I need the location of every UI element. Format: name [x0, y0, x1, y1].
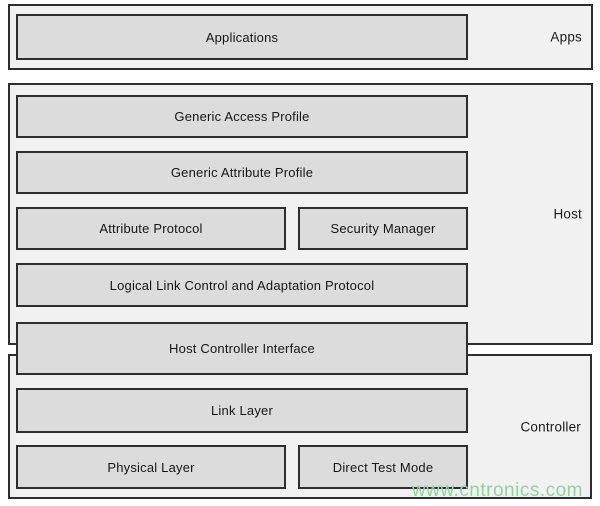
block-physical-layer: Physical Layer: [16, 445, 286, 489]
block-attribute-protocol: Attribute Protocol: [16, 207, 286, 250]
block-host-controller-interface: Host Controller Interface: [16, 322, 468, 375]
block-link-layer: Link Layer: [16, 388, 468, 433]
block-applications: Applications: [16, 14, 468, 60]
block-generic-attribute-profile: Generic Attribute Profile: [16, 151, 468, 194]
block-generic-access-profile: Generic Access Profile: [16, 95, 468, 138]
section-label-host: Host: [553, 206, 582, 222]
watermark-text: www.cntronics.com: [411, 480, 583, 501]
block-direct-test-mode: Direct Test Mode: [298, 445, 468, 489]
block-security-manager: Security Manager: [298, 207, 468, 250]
block-logical-link-control-and-adaptation-protocol: Logical Link Control and Adaptation Prot…: [16, 263, 468, 307]
section-label-apps: Apps: [550, 29, 582, 45]
section-label-controller: Controller: [520, 419, 581, 434]
